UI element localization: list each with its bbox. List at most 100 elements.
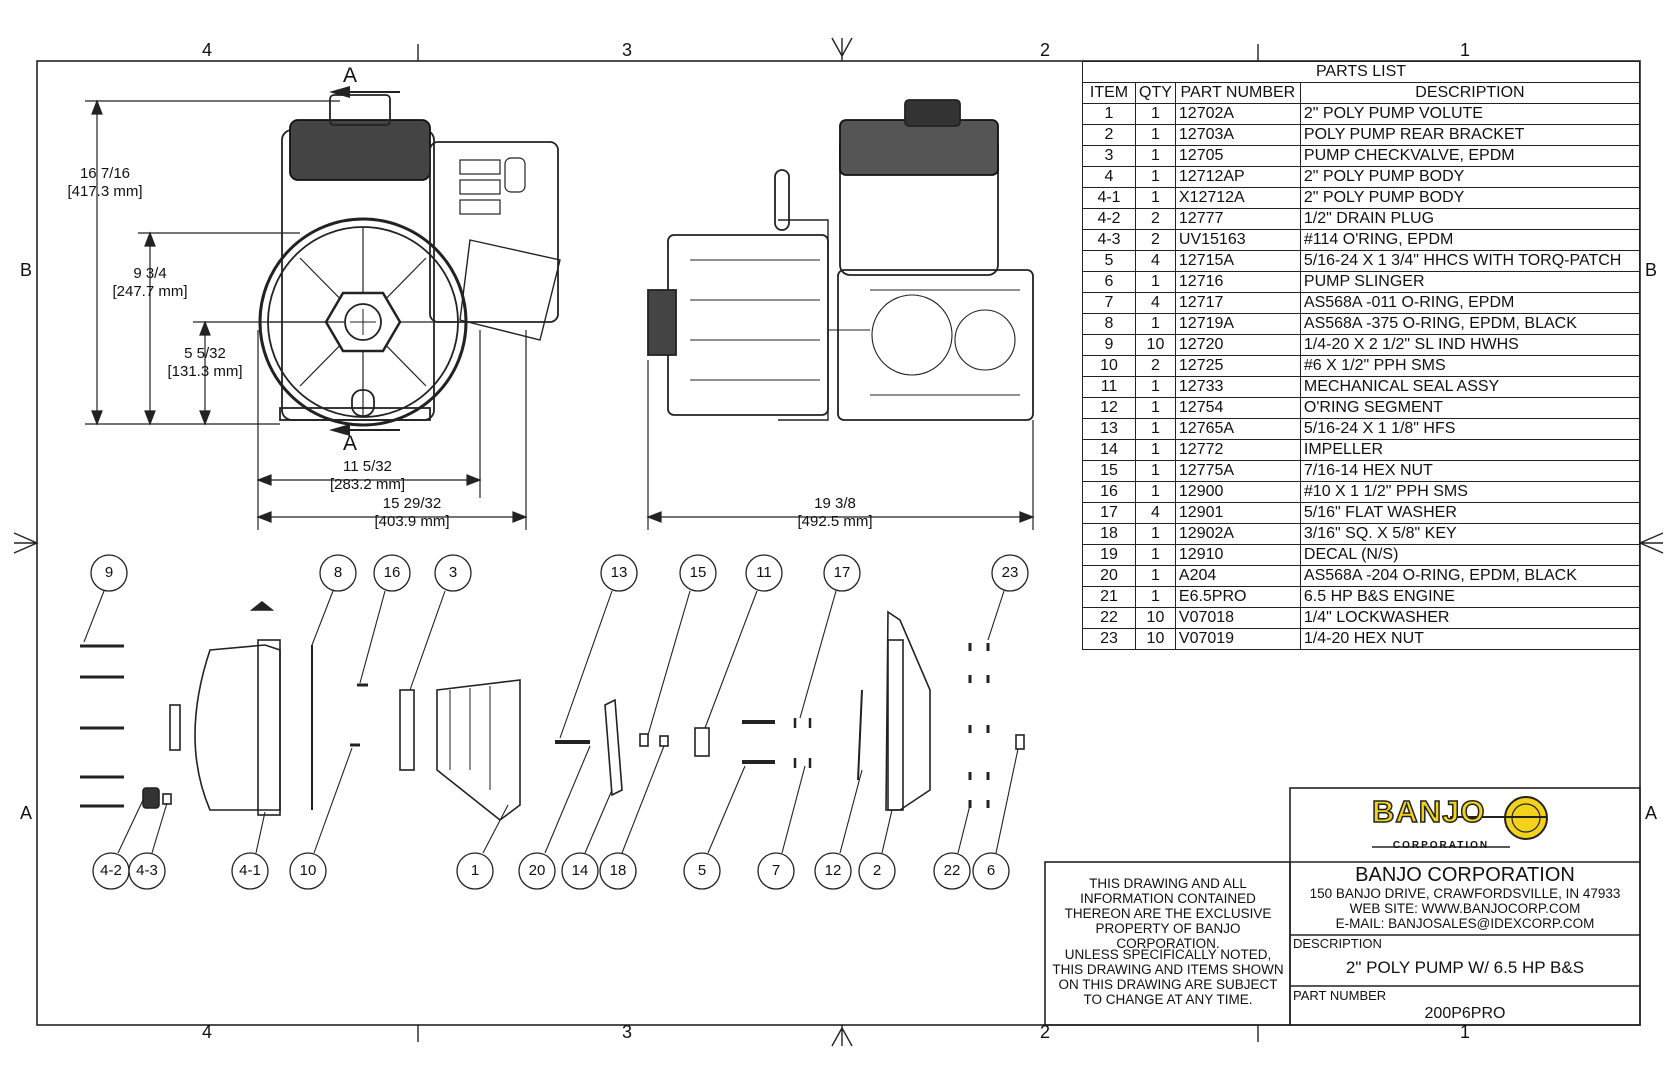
balloon-number: 9 bbox=[104, 564, 114, 581]
zone-label: 2 bbox=[1040, 1022, 1051, 1042]
item-cell: 10 bbox=[1082, 355, 1136, 377]
balloon-number: 20 bbox=[528, 862, 546, 879]
description-cell: POLY PUMP REAR BRACKET bbox=[1299, 124, 1641, 146]
dim-shaft-height: 5 5/32[131.3 mm] bbox=[167, 345, 243, 380]
part-number-cell: 12716 bbox=[1174, 271, 1301, 293]
part-number-cell: 12901 bbox=[1174, 502, 1301, 524]
item-cell: 11 bbox=[1082, 376, 1136, 398]
description-cell: #10 X 1 1/2" PPH SMS bbox=[1299, 481, 1641, 503]
part-number-cell: A204 bbox=[1174, 565, 1301, 587]
description-cell: #6 X 1/2" PPH SMS bbox=[1299, 355, 1641, 377]
description-cell: AS568A -375 O-RING, EPDM, BLACK bbox=[1299, 313, 1641, 335]
description-cell: 1/4" LOCKWASHER bbox=[1299, 607, 1641, 629]
dim-overall-height: 16 7/16[417.3 mm] bbox=[67, 165, 143, 200]
balloon-number: 5 bbox=[697, 862, 707, 879]
description-cell: DECAL (N/S) bbox=[1299, 544, 1641, 566]
balloon-number: 18 bbox=[609, 862, 627, 879]
leader-lines bbox=[83, 590, 1019, 854]
column-header: PART NUMBER bbox=[1174, 82, 1301, 104]
item-cell: 13 bbox=[1082, 418, 1136, 440]
balloon-number: 1 bbox=[470, 862, 480, 879]
description-cell: 1/4-20 HEX NUT bbox=[1299, 628, 1641, 650]
description-cell: 2" POLY PUMP BODY bbox=[1299, 187, 1641, 209]
qty-cell: 1 bbox=[1135, 103, 1176, 125]
qty-cell: 1 bbox=[1135, 376, 1176, 398]
dim-overall-width: 15 29/32[403.9 mm] bbox=[374, 495, 450, 530]
balloon-number: 10 bbox=[299, 862, 317, 879]
column-header: DESCRIPTION bbox=[1299, 82, 1641, 104]
exploded-view bbox=[80, 600, 1025, 822]
description-cell: O'RING SEGMENT bbox=[1299, 397, 1641, 419]
qty-cell: 1 bbox=[1135, 586, 1176, 608]
qty-cell: 1 bbox=[1135, 439, 1176, 461]
part-number-cell: 12777 bbox=[1174, 208, 1301, 230]
description-cell: 2" POLY PUMP BODY bbox=[1299, 166, 1641, 188]
item-cell: 15 bbox=[1082, 460, 1136, 482]
balloon-number: 4-3 bbox=[136, 862, 158, 879]
item-cell: 21 bbox=[1082, 586, 1136, 608]
description-cell: 5/16-24 X 1 3/4" HHCS WITH TORQ-PATCH bbox=[1299, 250, 1641, 272]
dimension-lines bbox=[85, 99, 528, 530]
zone-label: 4 bbox=[202, 40, 213, 60]
banjo-logo-subtext: CORPORATION bbox=[1392, 840, 1490, 851]
item-cell: 1 bbox=[1082, 103, 1136, 125]
item-cell: 6 bbox=[1082, 271, 1136, 293]
qty-cell: 4 bbox=[1135, 292, 1176, 314]
dim-mid-height: 9 3/4[247.7 mm] bbox=[112, 265, 188, 300]
item-cell: 3 bbox=[1082, 145, 1136, 167]
balloon-number: 6 bbox=[986, 862, 996, 879]
item-cell: 4-2 bbox=[1082, 208, 1136, 230]
balloon-number: 22 bbox=[943, 862, 961, 879]
balloon-number: 13 bbox=[610, 564, 628, 581]
qty-cell: 2 bbox=[1135, 355, 1176, 377]
banjo-logo-text: BANJO bbox=[1371, 794, 1486, 829]
section-mark: A bbox=[343, 432, 358, 455]
balloon-number: 7 bbox=[771, 862, 781, 879]
item-cell: 17 bbox=[1082, 502, 1136, 524]
balloon-number: 17 bbox=[833, 564, 851, 581]
description-cell: 6.5 HP B&S ENGINE bbox=[1299, 586, 1641, 608]
part-number-cell: 12910 bbox=[1174, 544, 1301, 566]
balloon-number: 11 bbox=[756, 564, 772, 581]
dim-pump-width: 11 5/32[283.2 mm] bbox=[329, 458, 406, 493]
zone-label: B bbox=[20, 260, 33, 280]
balloon-circles bbox=[90, 554, 1029, 890]
part-number-cell: 12902A bbox=[1174, 523, 1301, 545]
part-number-cell: 12712AP bbox=[1174, 166, 1301, 188]
zone-label: 1 bbox=[1460, 1022, 1471, 1042]
qty-cell: 1 bbox=[1135, 418, 1176, 440]
company-email: E-MAIL: BANJOSALES@IDEXCORP.COM bbox=[1335, 916, 1595, 931]
qty-cell: 1 bbox=[1135, 145, 1176, 167]
qty-cell: 4 bbox=[1135, 502, 1176, 524]
item-cell: 18 bbox=[1082, 523, 1136, 545]
side-view bbox=[647, 99, 1034, 421]
part-number-cell: 12775A bbox=[1174, 460, 1301, 482]
zone-label: 3 bbox=[622, 1022, 633, 1042]
zone-label: 4 bbox=[202, 1022, 213, 1042]
qty-cell: 1 bbox=[1135, 313, 1176, 335]
description-cell: 5/16-24 X 1 1/8" HFS bbox=[1299, 418, 1641, 440]
qty-cell: 2 bbox=[1135, 208, 1176, 230]
center-marks bbox=[13, 37, 1664, 1047]
parts-list-header: ITEM QTY PART NUMBER DESCRIPTION bbox=[1082, 82, 1641, 104]
description-cell: 1/2" DRAIN PLUG bbox=[1299, 208, 1641, 230]
part-number-cell: 12705 bbox=[1174, 145, 1301, 167]
qty-cell: 1 bbox=[1135, 481, 1176, 503]
part-number-cell: V07019 bbox=[1174, 628, 1301, 650]
balloon-number: 23 bbox=[1001, 564, 1019, 581]
